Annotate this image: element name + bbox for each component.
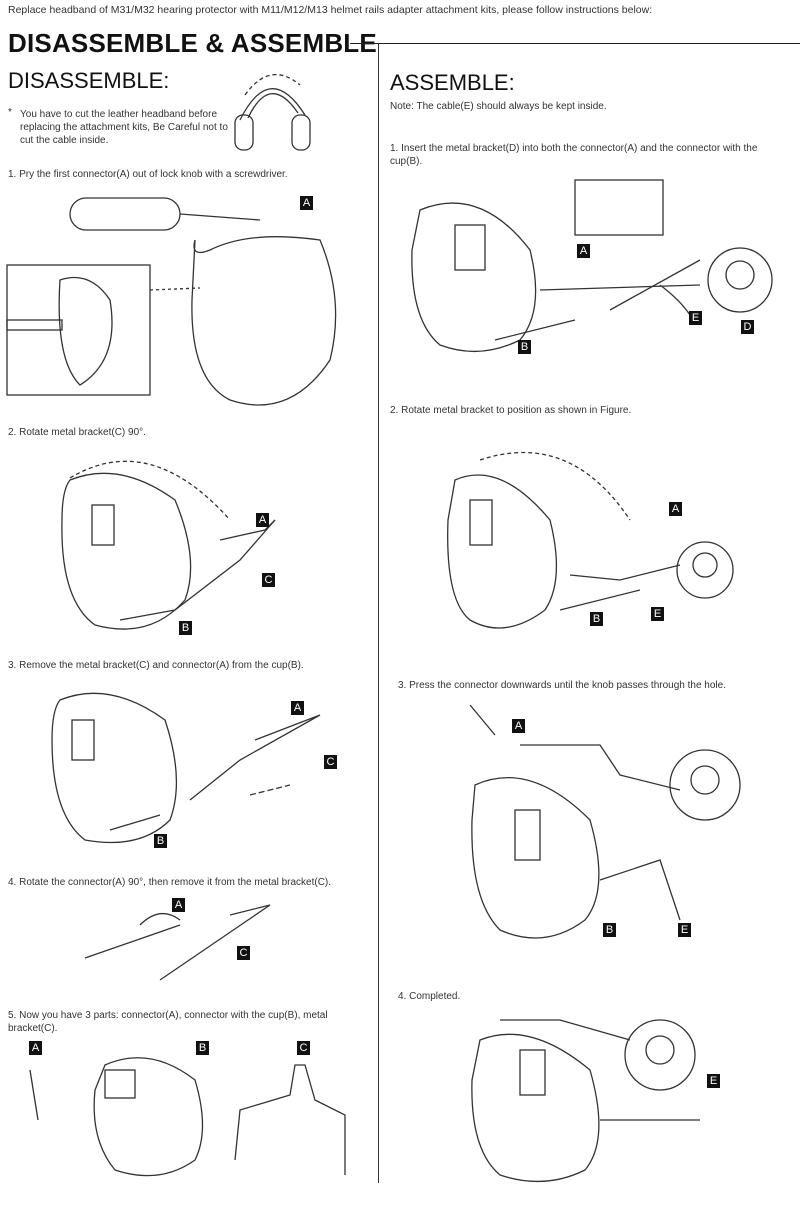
step3-illustration [51, 692, 321, 844]
part-label: A [172, 898, 185, 912]
part-label: A [577, 244, 590, 258]
assemble-step1-illustration [411, 179, 773, 353]
disassemble-step-4: 4. Rotate the connector(A) 90°, then rem… [8, 877, 332, 888]
part-label: C [262, 573, 275, 587]
part-label: E [707, 1074, 720, 1088]
part-label: A [512, 719, 525, 733]
part-label: B [154, 834, 167, 848]
divider-horizontal [350, 43, 800, 44]
divider-vertical [378, 43, 379, 1183]
assemble-step-4: 4. Completed. [398, 991, 461, 1002]
disassemble-step-5: 5. Now you have 3 parts: connector(A), c… [8, 1010, 328, 1034]
assemble-step3-illustration [469, 704, 741, 939]
part-label: C [297, 1041, 310, 1055]
step2-illustration [61, 460, 276, 630]
part-label: C [237, 946, 250, 960]
part-label: B [179, 621, 192, 635]
part-label: B [590, 612, 603, 626]
headband-cut-illustration [234, 73, 311, 151]
part-label: D [741, 320, 754, 334]
intro-text: Replace headband of M31/M32 hearing prot… [8, 4, 653, 16]
disassemble-step-3: 3. Remove the metal bracket(C) and conne… [8, 660, 304, 671]
part-label: C [324, 755, 337, 769]
assemble-step2-illustration [447, 452, 734, 629]
assemble-step-1: 1. Insert the metal bracket(D) into both… [390, 143, 758, 167]
part-label: B [196, 1041, 209, 1055]
assemble-step-3: 3. Press the connector downwards until t… [398, 680, 726, 691]
part-label: B [603, 923, 616, 937]
assemble-heading: ASSEMBLE: [390, 70, 515, 95]
part-label: E [678, 923, 691, 937]
assemble-step-2: 2. Rotate metal bracket to position as s… [390, 405, 632, 416]
step5-illustration [29, 1057, 346, 1177]
step1-illustration [6, 197, 337, 406]
assemble-note: Note: The cable(E) should always be kept… [390, 101, 607, 112]
part-label: A [300, 196, 313, 210]
disassemble-bullet: You have to cut the leather headband bef… [20, 109, 228, 146]
part-label: A [29, 1041, 42, 1055]
disassemble-heading: DISASSEMBLE: [8, 68, 170, 93]
assemble-step4-illustration [471, 1019, 700, 1183]
part-label: B [518, 340, 531, 354]
disassemble-step-1: 1. Pry the first connector(A) out of loc… [8, 169, 288, 180]
part-label: A [256, 513, 269, 527]
bullet-marker: * [8, 107, 12, 118]
part-label: E [689, 311, 702, 325]
step4-illustration [84, 904, 271, 981]
part-label: E [651, 607, 664, 621]
page-title: DISASSEMBLE & ASSEMBLE [8, 28, 377, 58]
disassemble-step-2: 2. Rotate metal bracket(C) 90°. [8, 427, 146, 438]
part-label: A [291, 701, 304, 715]
part-label: A [669, 502, 682, 516]
